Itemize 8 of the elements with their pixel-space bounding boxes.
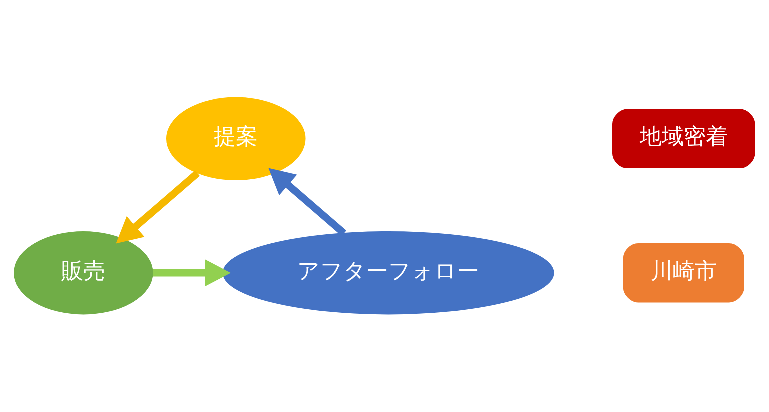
node-box: 地域密着 — [612, 109, 756, 169]
arrow — [116, 170, 200, 244]
node-box: 川崎市 — [623, 243, 744, 303]
arrow — [153, 259, 231, 287]
node-ellipse: アフターフォロー — [222, 231, 554, 315]
node-ellipse: 提案 — [166, 97, 306, 181]
arrow — [268, 168, 347, 236]
node-ellipse: 販売 — [14, 231, 154, 315]
